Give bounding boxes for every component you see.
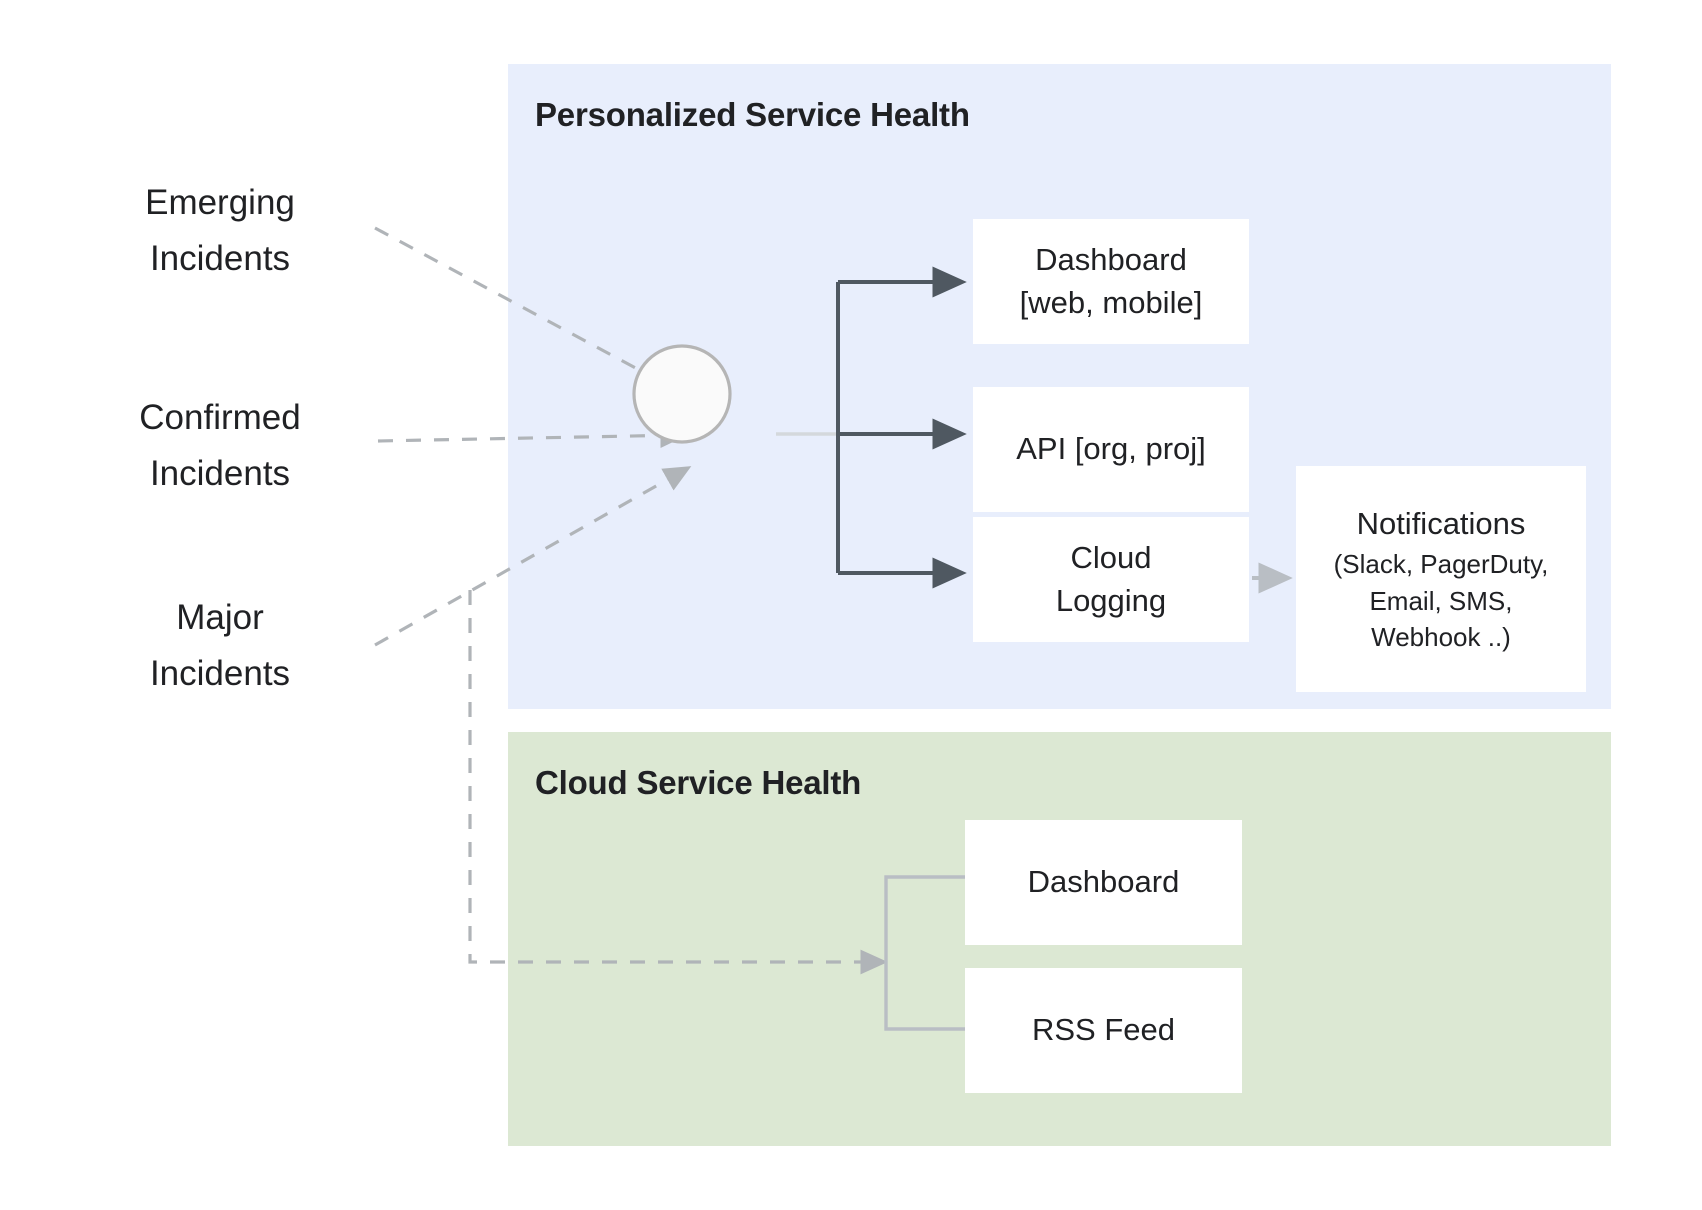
source-label-major-incidents: Major Incidents bbox=[149, 598, 291, 693]
notifications-channels: (Slack, PagerDuty, Email, SMS, Webhook .… bbox=[1333, 548, 1549, 653]
panel-cloud-title: Cloud Service Health bbox=[535, 764, 862, 801]
node-dashboard-web-mobile[interactable]: Dashboard [web, mobile] bbox=[973, 219, 1249, 344]
notifications-title: Notifications bbox=[1356, 505, 1526, 541]
node-cloud-service-health-rss-feed[interactable]: RSS Feed bbox=[965, 968, 1242, 1093]
source-label-confirmed-incidents: Confirmed Incidents bbox=[139, 398, 301, 493]
node-notifications[interactable]: Notifications (Slack, PagerDuty, Email, … bbox=[1296, 466, 1586, 692]
panel-personalized-title: Personalized Service Health bbox=[535, 96, 970, 133]
hub-circle[interactable] bbox=[632, 344, 732, 444]
psh-hub-node[interactable] bbox=[630, 342, 734, 446]
node-api-org-proj[interactable]: API [org, proj] bbox=[973, 387, 1249, 512]
source-label-emerging-incidents: Emerging Incidents bbox=[145, 183, 295, 278]
node-cloud-logging[interactable]: Cloud Logging bbox=[973, 517, 1249, 642]
node-cloud-service-health-dashboard[interactable]: Dashboard bbox=[965, 820, 1242, 945]
